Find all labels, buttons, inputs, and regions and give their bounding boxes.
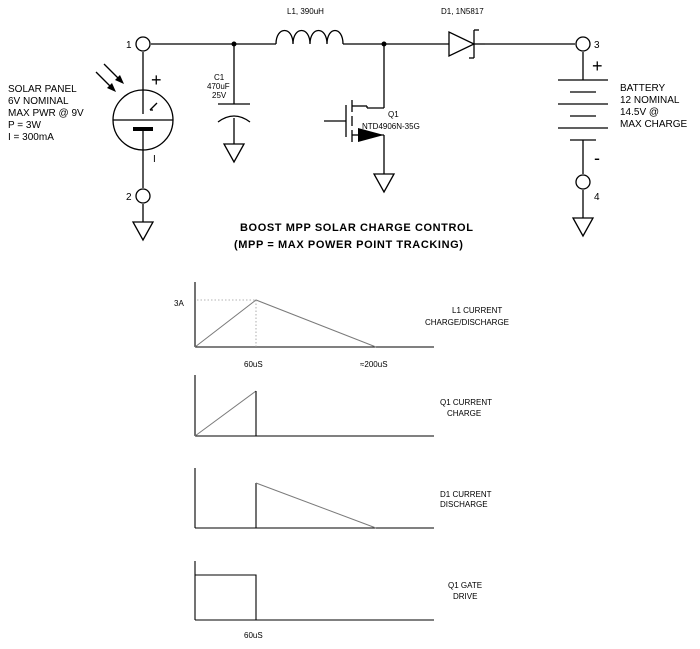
waveform-2-label-2: CHARGE — [447, 409, 481, 418]
waveform-d1-current — [194, 468, 434, 529]
capacitor-label-3: 25V — [212, 91, 227, 100]
solar-panel-line-5: I = 300mA — [8, 132, 54, 143]
waveform-3-label-1: D1 CURRENT — [440, 490, 492, 499]
waveform-tick-200us: ≈200uS — [360, 360, 388, 369]
waveform-l1-current — [194, 282, 434, 348]
diagram-title: BOOST MPP SOLAR CHARGE CONTROL — [240, 222, 474, 234]
waveform-4-tick-60us: 60uS — [244, 631, 263, 640]
battery-line-1: BATTERY — [620, 83, 666, 94]
pin-3-terminal — [575, 36, 591, 52]
diode-label: D1, 1N5817 — [441, 7, 484, 16]
diode-symbol — [448, 29, 485, 59]
solar-panel-line-4: P = 3W — [8, 120, 41, 131]
waveform-peak-label: 3A — [174, 299, 184, 308]
capacitor-symbol — [217, 103, 251, 123]
battery-line-2: 12 NOMINAL — [620, 95, 680, 106]
solar-panel-line-3: MAX PWR @ 9V — [8, 108, 84, 119]
waveform-1-label-2: CHARGE/DISCHARGE — [425, 318, 509, 327]
waveform-q1-gate-drive — [194, 561, 434, 621]
solar-panel-symbol — [112, 89, 174, 151]
capacitor-label-2: 470uF — [207, 82, 230, 91]
battery-plus-sign: + — [592, 56, 603, 76]
capacitor-label-1: C1 — [214, 73, 225, 82]
pin-2-label: 2 — [126, 192, 132, 203]
waveform-2-label-1: Q1 CURRENT — [440, 398, 492, 407]
battery-minus-sign: - — [594, 148, 600, 168]
waveform-3-label-2: DISCHARGE — [440, 500, 488, 509]
panel-plus-sign: + — [151, 70, 162, 90]
junction-dot — [231, 41, 237, 47]
inductor-symbol — [275, 29, 344, 45]
battery-symbol — [558, 79, 608, 141]
pin-1-label: 1 — [126, 40, 132, 51]
waveform-tick-60us: 60uS — [244, 360, 263, 369]
pin-4-label: 4 — [594, 192, 600, 203]
ground-icon — [131, 221, 155, 242]
pin-2-terminal — [135, 188, 151, 204]
ground-icon — [571, 217, 595, 238]
ground-icon — [372, 173, 396, 194]
diagram-subtitle: (MPP = MAX POWER POINT TRACKING) — [234, 239, 464, 251]
transistor-label-2: NTD4906N-35G — [362, 122, 420, 131]
solar-panel-line-2: 6V NOMINAL — [8, 96, 69, 107]
light-arrows-icon — [95, 63, 124, 92]
solar-panel-line-1: SOLAR PANEL — [8, 84, 77, 95]
junction-dot — [381, 41, 387, 47]
waveform-1-label-1: L1 CURRENT — [452, 306, 502, 315]
transistor-label-1: Q1 — [388, 110, 399, 119]
battery-line-3: 14.5V @ — [620, 107, 659, 118]
inductor-label: L1, 390uH — [287, 7, 324, 16]
waveform-4-label-2: DRIVE — [453, 592, 477, 601]
battery-line-4: MAX CHARGE — [620, 119, 688, 130]
mosfet-symbol — [324, 100, 384, 142]
pin-1-terminal — [135, 36, 151, 52]
panel-minus-sign: I — [153, 154, 156, 165]
pin-4-terminal — [575, 174, 591, 190]
pin-3-label: 3 — [594, 40, 600, 51]
waveform-q1-current — [194, 375, 434, 437]
waveform-4-label-1: Q1 GATE — [448, 581, 482, 590]
ground-icon — [222, 143, 246, 164]
